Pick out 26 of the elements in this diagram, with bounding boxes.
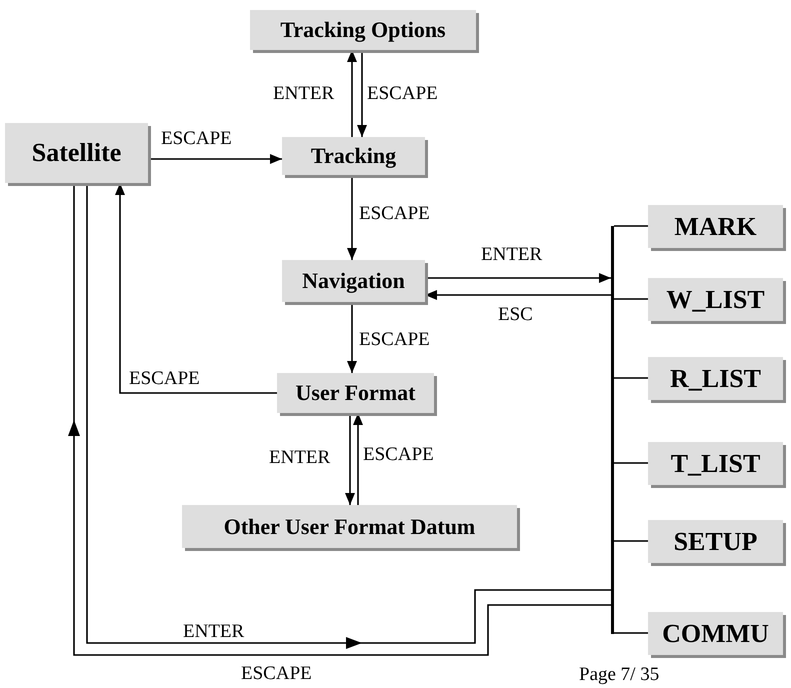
page-number: Page 7/ 35 xyxy=(578,665,660,685)
node-label: MARK xyxy=(674,212,757,242)
node-label: Satellite xyxy=(32,138,122,168)
menu-box xyxy=(648,520,783,563)
node-label: User Format xyxy=(296,380,416,406)
node-label: SETUP xyxy=(674,526,758,556)
node-label: Tracking xyxy=(310,143,396,169)
node-label: Other User Format Datum xyxy=(224,514,476,540)
node-label: COMMU xyxy=(662,618,769,648)
state-box xyxy=(282,137,425,175)
node-label: Tracking Options xyxy=(280,17,446,43)
bracket-line xyxy=(611,226,614,634)
node-label: Navigation xyxy=(302,268,405,294)
state-box xyxy=(277,373,434,413)
menu-box xyxy=(648,612,783,655)
state-box xyxy=(282,260,425,302)
node-label: R_LIST xyxy=(670,364,762,394)
menu-box xyxy=(648,442,783,485)
node-label: T_LIST xyxy=(670,448,760,478)
state-box xyxy=(250,10,476,50)
menu-box xyxy=(648,205,783,248)
node-label: W_LIST xyxy=(666,284,765,314)
menu-box xyxy=(648,357,783,400)
menu-box xyxy=(648,278,783,321)
state-box xyxy=(5,123,148,183)
state-box xyxy=(182,505,517,548)
